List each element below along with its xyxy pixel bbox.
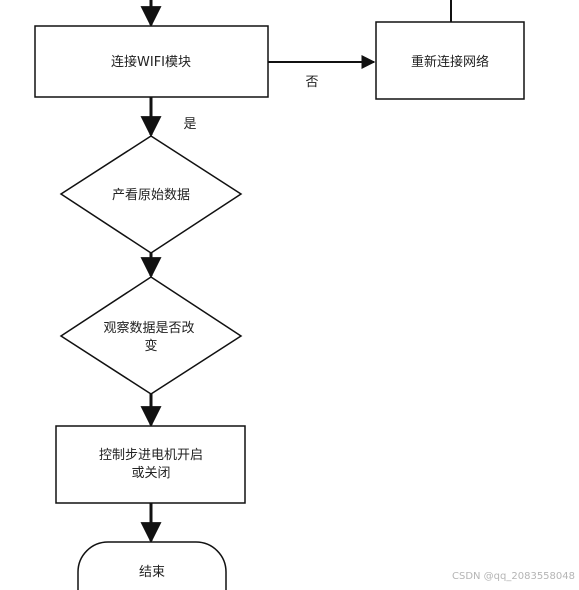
reconnect-label: 重新连接网络 bbox=[411, 54, 489, 70]
edge-label-no: 否 bbox=[305, 75, 318, 90]
observe-data-label-line2: 变 bbox=[144, 338, 157, 354]
connect-wifi-label: 连接WIFI模块 bbox=[111, 54, 191, 70]
reconnect-box bbox=[375, 21, 525, 100]
observe-data-label-line1: 观察数据是否改 bbox=[103, 321, 194, 336]
view-data-label: 产看原始数据 bbox=[112, 187, 190, 203]
control-motor-label-line2: 或关闭 bbox=[131, 466, 170, 481]
csdn-watermark: CSDN @qq_2083558048 bbox=[451, 571, 575, 582]
edge-label-yes: 是 bbox=[183, 117, 196, 132]
end-terminator bbox=[77, 541, 227, 590]
control-motor-label-line1: 控制步进电机开启 bbox=[99, 448, 203, 463]
end-label: 结束 bbox=[139, 565, 165, 580]
control-motor-box bbox=[55, 425, 246, 504]
